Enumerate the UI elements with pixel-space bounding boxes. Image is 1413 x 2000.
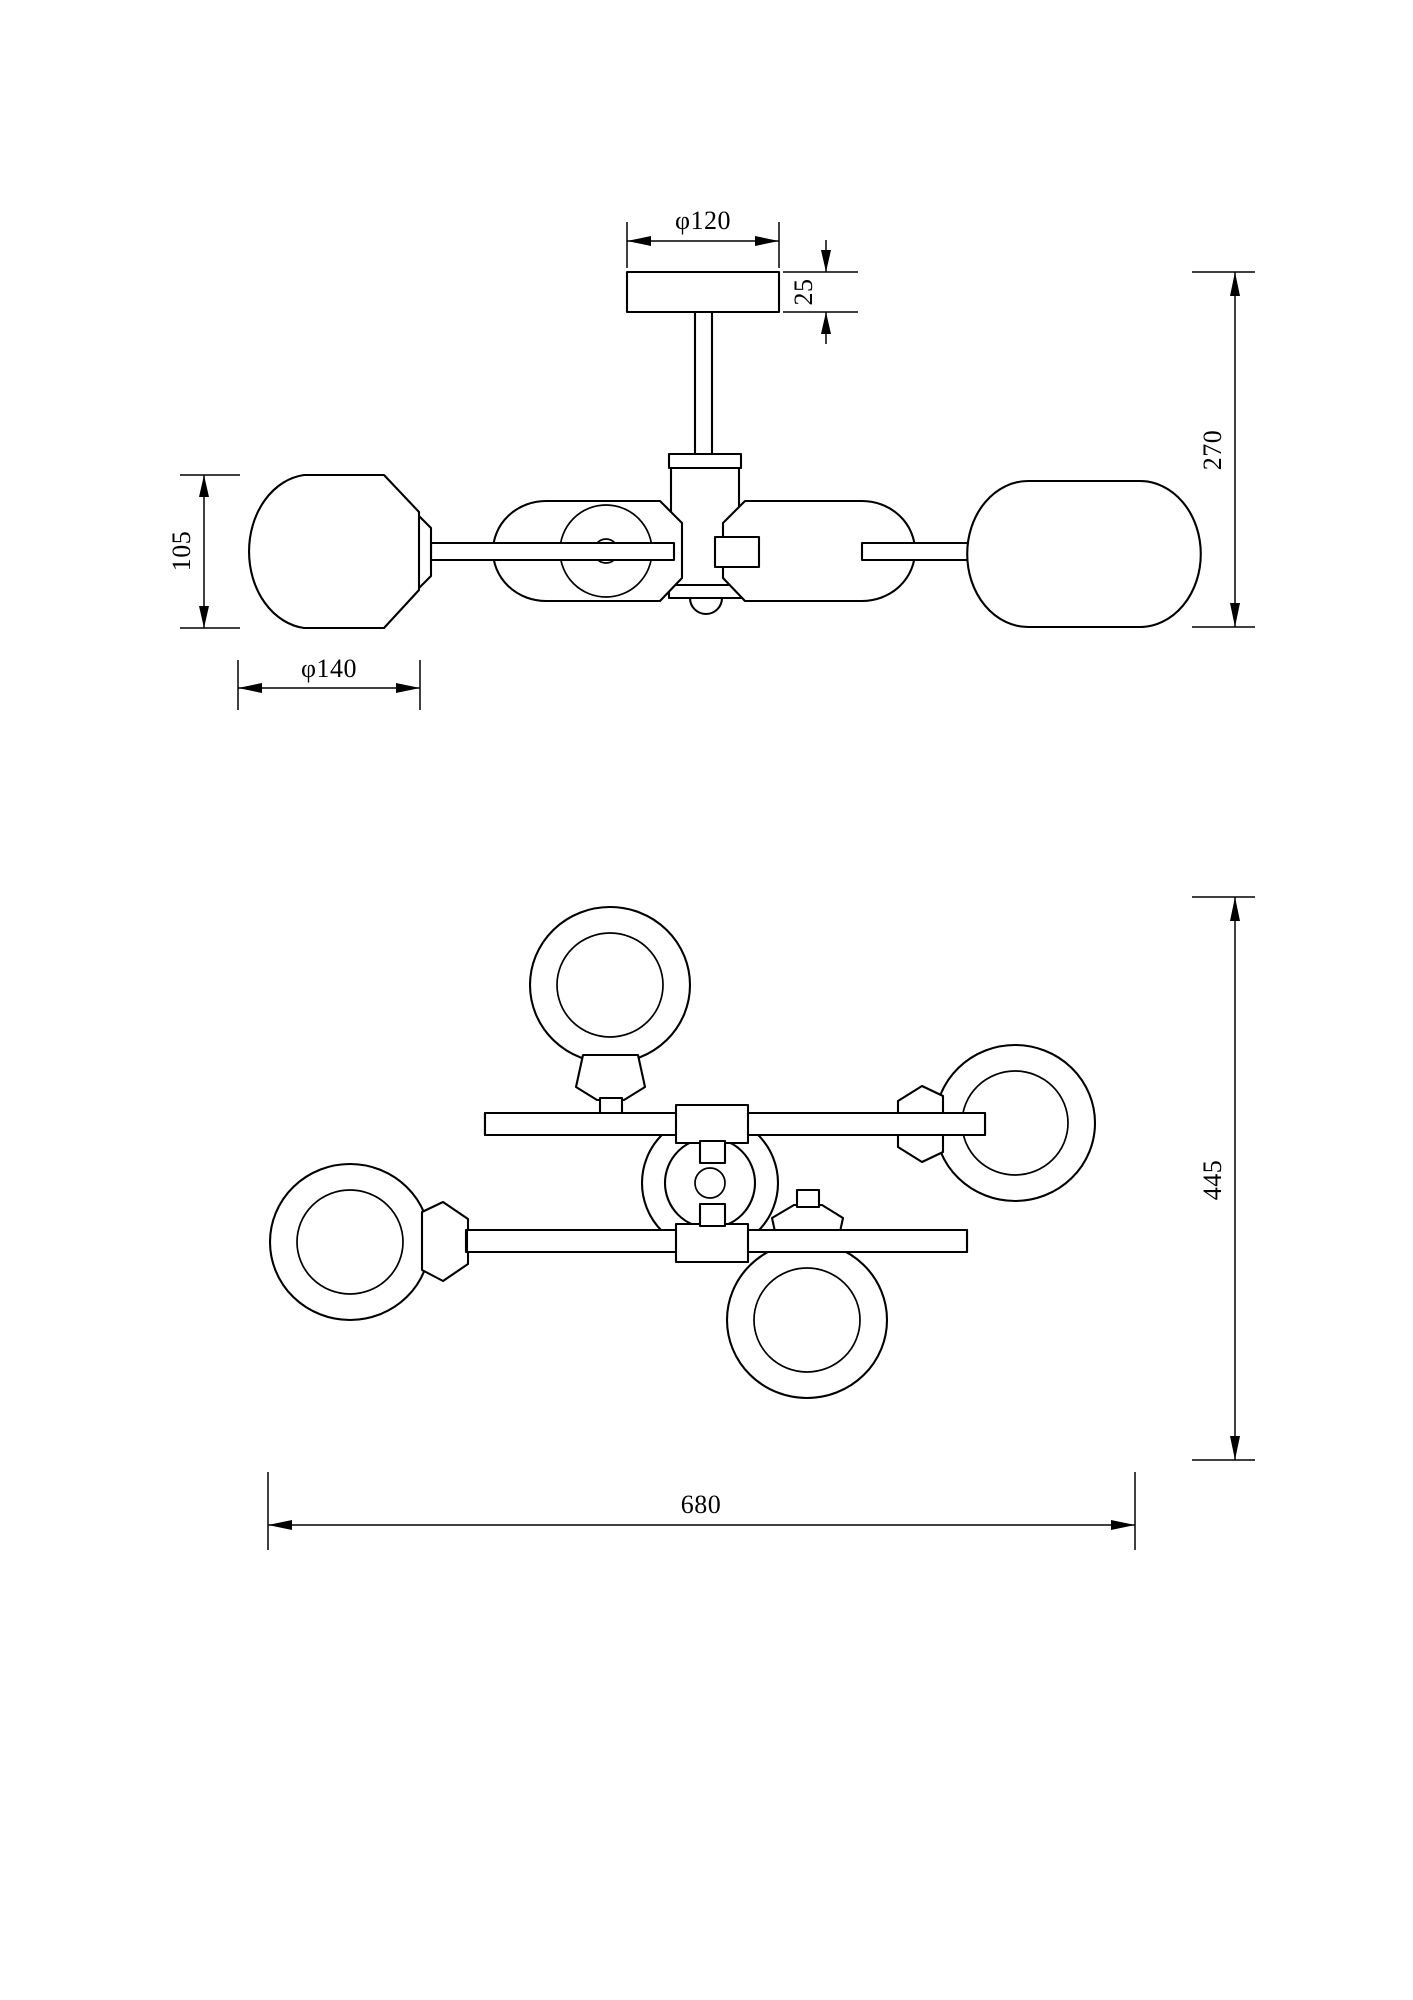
socket-plan-left xyxy=(420,1200,470,1283)
hub-plan-stud-lower xyxy=(698,1202,727,1228)
hub-finial xyxy=(688,596,724,616)
arrowhead-up xyxy=(1230,272,1240,296)
arrowhead-up xyxy=(1230,897,1240,921)
stem-rod xyxy=(693,310,714,456)
arrowhead-left xyxy=(627,236,651,246)
hub-plan-connector-lower xyxy=(674,1222,750,1264)
shade-plan-left-inner xyxy=(296,1189,404,1295)
dimension-label-canopy-diameter: φ120 xyxy=(675,206,731,235)
arm-front-left xyxy=(429,541,676,562)
socket-plan-top xyxy=(574,1053,647,1102)
dimension-label-canopy-thickness: 25 xyxy=(789,279,818,306)
arrowhead-down xyxy=(821,250,831,272)
dimension-label-shade-diameter: φ140 xyxy=(301,654,357,683)
shade-plan-top-inner xyxy=(556,932,664,1038)
hub-plan-center-hole xyxy=(694,1167,726,1199)
arrowhead-up xyxy=(821,312,831,334)
shade-plan-bottom-outer xyxy=(725,1240,889,1400)
shade-plan-top xyxy=(528,905,692,1117)
arrowhead-down xyxy=(199,606,209,628)
shade-plan-right xyxy=(879,1043,1097,1203)
dimension-canopy-thickness: 25 xyxy=(783,240,858,344)
plan-view xyxy=(268,905,1097,1400)
shade-front-far-right xyxy=(966,479,1202,629)
shade-plan-left xyxy=(268,1162,486,1322)
front-elevation-view xyxy=(248,270,1202,630)
shade-front-far-left xyxy=(248,473,421,630)
dimension-shade-diameter: φ140 xyxy=(237,654,421,710)
arrowhead-left xyxy=(268,1520,292,1530)
shade-plan-bottom-inner xyxy=(753,1267,861,1373)
dimension-shade-height: 105 xyxy=(167,474,240,629)
shade-plan-top-outer xyxy=(528,905,692,1065)
dimension-label-plan-depth: 445 xyxy=(1198,1160,1227,1201)
arrowhead-right xyxy=(396,683,420,693)
arrowhead-left xyxy=(238,683,262,693)
canopy-plate xyxy=(625,270,781,314)
dimension-plan-depth: 445 xyxy=(1192,896,1255,1461)
hub-arm-connector xyxy=(713,535,761,569)
hub-plan-stud-upper xyxy=(698,1139,727,1165)
dimension-canopy-diameter: φ120 xyxy=(626,206,780,268)
dimension-label-plan-width: 680 xyxy=(681,1490,722,1519)
dimension-total-height: 270 xyxy=(1192,271,1255,628)
socket-plan-bottom-neck xyxy=(795,1188,821,1209)
hub-plan-connector-upper xyxy=(674,1103,750,1145)
arrowhead-right xyxy=(1111,1520,1135,1530)
arrowhead-right xyxy=(755,236,779,246)
shade-plan-left-outer xyxy=(268,1162,432,1322)
dimension-plan-width: 680 xyxy=(267,1472,1136,1550)
hub-top-collar xyxy=(667,452,743,470)
dimension-label-shade-height: 105 xyxy=(167,531,196,572)
arrowhead-down xyxy=(1230,603,1240,627)
dimension-label-total-height: 270 xyxy=(1198,430,1227,471)
arm-front-right xyxy=(860,541,984,562)
arrowhead-up xyxy=(199,475,209,497)
arrowhead-down xyxy=(1230,1436,1240,1460)
